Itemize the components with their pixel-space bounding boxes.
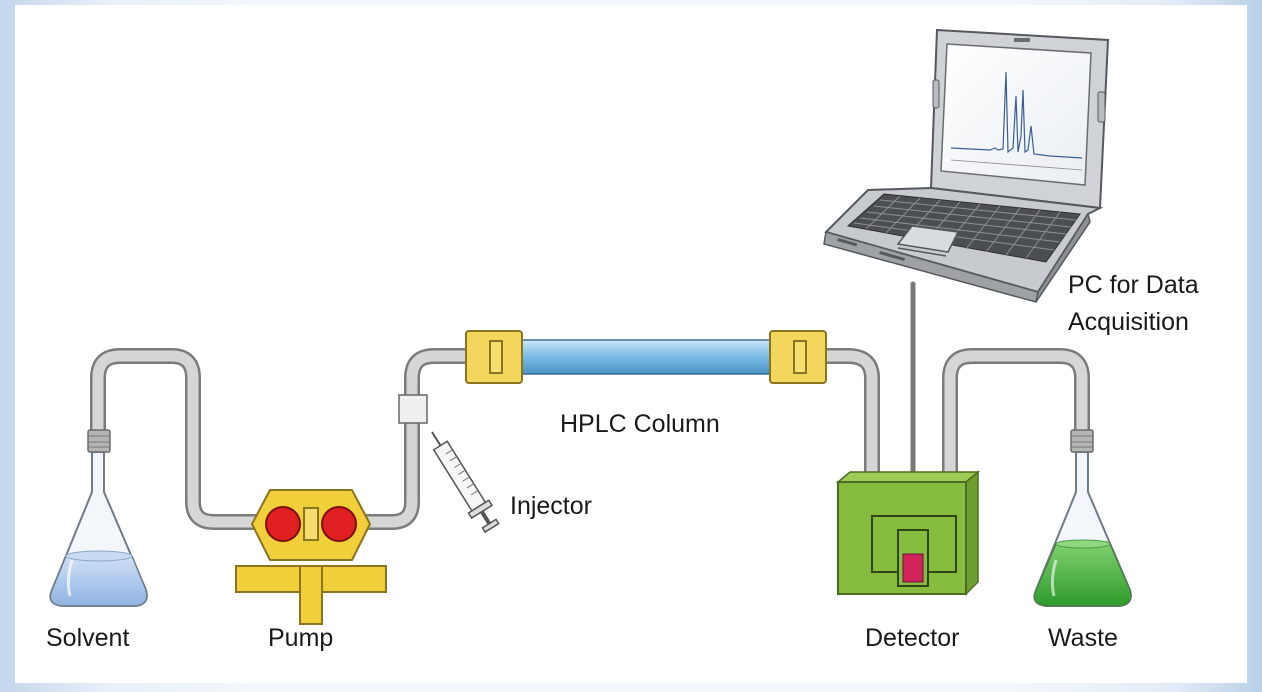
- pump-head-right: [321, 506, 357, 542]
- label-detector: Detector: [865, 624, 959, 652]
- labels: Solvent Pump Injector HPLC Column Detect…: [46, 271, 1199, 652]
- label-injector: Injector: [510, 492, 592, 520]
- tubing: [90, 281, 1090, 530]
- detector: [835, 470, 981, 596]
- label-pc-line2: Acquisition: [1068, 308, 1189, 336]
- label-waste: Waste: [1048, 624, 1118, 652]
- solvent-flask: [49, 429, 148, 607]
- pump-head-left: [265, 506, 301, 542]
- label-solvent: Solvent: [46, 624, 129, 652]
- waste-flask: [1033, 429, 1132, 607]
- hplc-column: [465, 330, 827, 384]
- chromatogram-trace: [950, 71, 1083, 171]
- laptop: [823, 28, 1110, 303]
- injector: [398, 394, 500, 534]
- pump: [235, 489, 387, 625]
- label-pump: Pump: [268, 624, 333, 652]
- label-hplc-column: HPLC Column: [560, 410, 720, 438]
- detector-cell: [902, 553, 924, 583]
- label-pc-line1: PC for Data: [1068, 271, 1199, 299]
